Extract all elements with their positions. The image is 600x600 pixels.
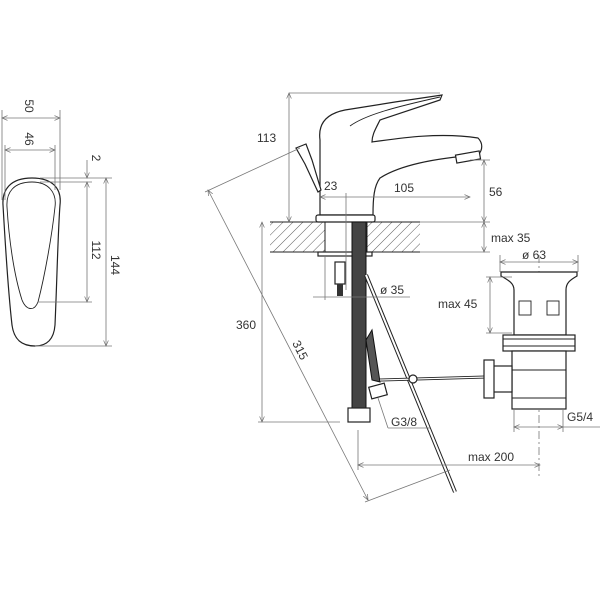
popup-lever: [295, 143, 322, 193]
dim-height: 113: [257, 131, 276, 145]
dim-counter-thickness: max 35: [491, 231, 531, 245]
faucet-base-collar: [315, 214, 376, 223]
dim-width-outer: 50: [22, 99, 36, 113]
dim-cap-height: max 45: [438, 297, 478, 311]
handle-outer-outline: [2, 177, 61, 347]
dim-gap: 2: [89, 155, 103, 162]
dim-width-inner: 46: [22, 132, 36, 146]
dim-hose-length: 360: [236, 318, 256, 332]
dim-inner-height: 112: [89, 240, 103, 259]
drain-body: [511, 350, 567, 410]
dim-hole-diameter: ø 35: [380, 283, 404, 297]
dim-hose-thread: G3/8: [391, 415, 417, 429]
drain-view: ø 63 max 45 G5/4: [438, 248, 600, 478]
dim-rod-length: 315: [289, 338, 311, 362]
drain-plug: [500, 271, 578, 336]
dim-spout-height: 56: [489, 185, 503, 199]
drain-flange-ring: [502, 334, 576, 352]
dim-cap-diameter: ø 63: [522, 248, 546, 262]
dim-spout-offset: 23: [324, 179, 338, 193]
dim-spout-reach: 105: [394, 181, 414, 195]
faucet-body: [319, 94, 483, 216]
dim-drain-distance: max 200: [468, 450, 514, 464]
drain-rod-nut: [483, 359, 495, 399]
faucet-view: 113 23 105 56 max 35 ø 35 360 315 G3/8 m…: [204, 93, 540, 503]
dim-drain-thread: G5/4: [567, 410, 593, 424]
fixing-stud: [334, 261, 346, 285]
handle-inner-outline: [6, 181, 56, 309]
handle-side-view: 50 46 2 112 144: [2, 99, 122, 346]
hose-nut: [347, 407, 371, 423]
supply-hose: [351, 221, 367, 418]
dim-outer-height: 144: [108, 255, 122, 275]
